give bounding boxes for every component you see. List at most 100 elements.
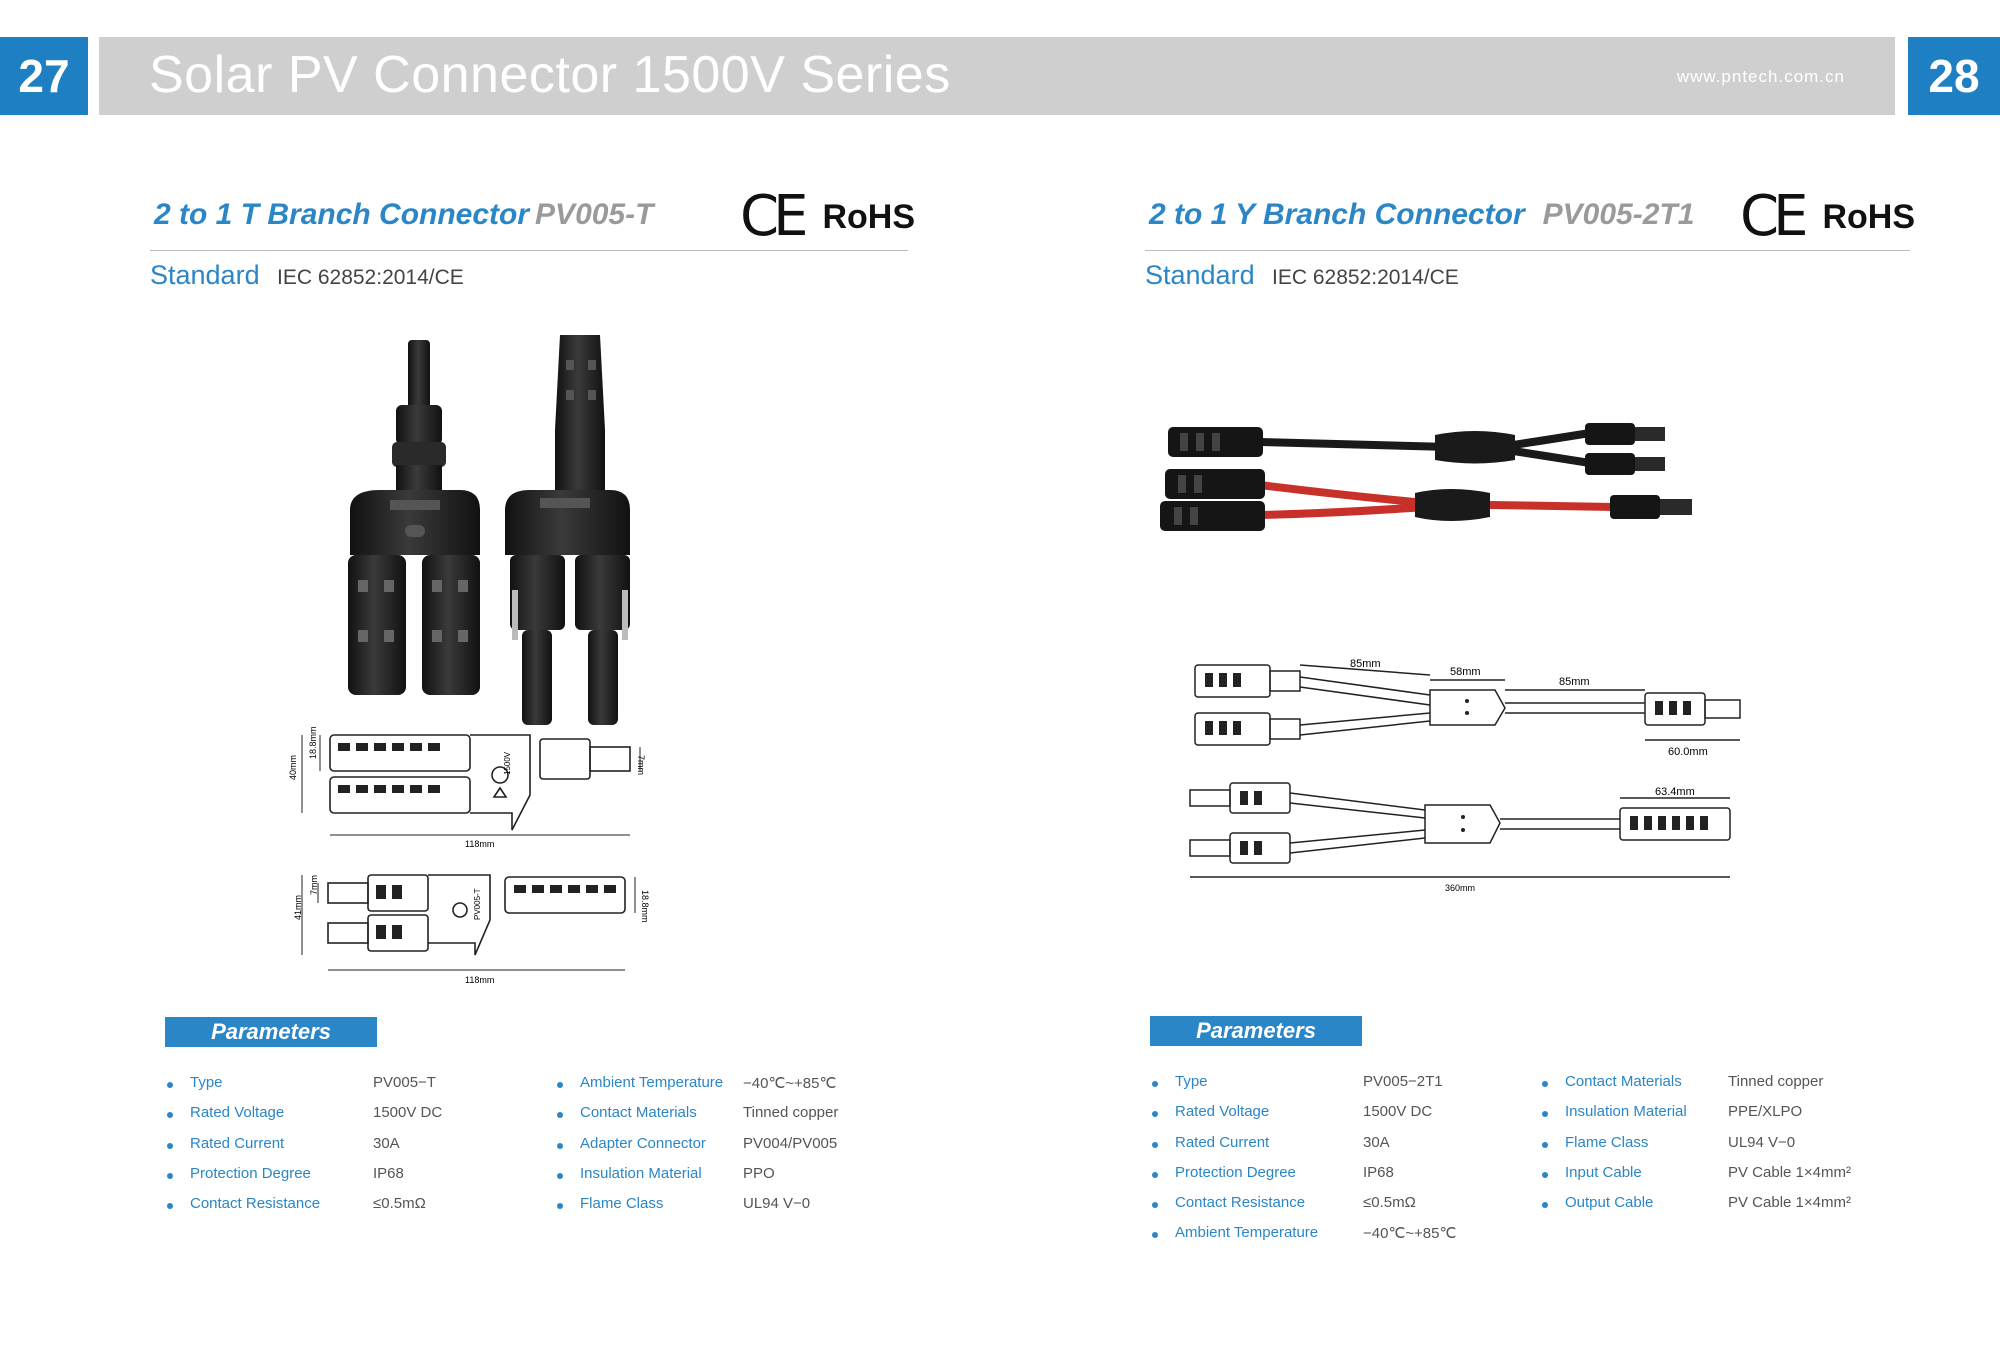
param-label: Type [1175, 1073, 1208, 1090]
param-value: PV Cable 1×4mm² [1728, 1194, 1851, 1212]
param-value: IP68 [1363, 1163, 1394, 1181]
param-label: Type [190, 1074, 223, 1091]
dim-41mm: 41mm [293, 895, 303, 920]
dim-7mm-top: 7mm [636, 755, 646, 775]
parameters-banner: Parameters [1150, 1016, 1362, 1046]
param-label: Rated Current [190, 1134, 285, 1152]
title-divider [150, 250, 908, 251]
param-label: Insulation Material [580, 1164, 702, 1182]
param-value: PV005−T [373, 1074, 436, 1091]
dim-18-8mm-top: 18.8mm [308, 726, 318, 759]
bullet-icon [1542, 1141, 1548, 1148]
bullet-icon [557, 1112, 563, 1119]
bullet-icon [1152, 1081, 1158, 1087]
param-row: Contact Materials Tinned copper [557, 1102, 917, 1132]
product-code: PV005-2T1 [1542, 198, 1695, 231]
param-value: 30A [373, 1134, 400, 1152]
param-value: 1500V DC [1363, 1103, 1433, 1121]
bullet-icon [1152, 1111, 1158, 1118]
param-value: UL94 V−0 [1728, 1133, 1796, 1151]
standard-label: Standard [1145, 260, 1255, 290]
param-value: −40℃~+85℃ [743, 1075, 837, 1092]
param-label: Insulation Material [1565, 1103, 1687, 1121]
param-value: PV004/PV005 [743, 1134, 838, 1152]
bullet-icon [1542, 1202, 1548, 1209]
bullet-icon [167, 1172, 173, 1179]
marking-pv005-t: PV005-T [473, 888, 482, 920]
param-value: Tinned copper [1728, 1073, 1824, 1090]
bullet-icon [557, 1082, 563, 1088]
website-url[interactable]: www.pntech.com.cn [1676, 67, 1845, 86]
param-row: Adapter Connector PV004/PV005 [557, 1133, 917, 1163]
param-label: Protection Degree [190, 1164, 311, 1182]
product-code: PV005-T [535, 198, 654, 231]
bullet-icon [1542, 1171, 1548, 1178]
param-value: ≤0.5mΩ [373, 1195, 426, 1213]
param-row: Rated Current 30A [167, 1133, 527, 1163]
param-label: Contact Materials [580, 1104, 697, 1122]
dim-60mm: 60.0mm [1668, 746, 1708, 758]
bullet-icon [1542, 1111, 1548, 1118]
standard-value: IEC 62852:2014/CE [1272, 266, 1459, 289]
param-row: Ambient Temperature −40℃~+85℃ [557, 1072, 917, 1102]
dim-118mm-bottom: 118mm [465, 975, 494, 985]
param-value: −40℃~+85℃ [1363, 1225, 1457, 1243]
t-connector-female [505, 335, 630, 725]
param-label: Ambient Temperature [580, 1074, 724, 1091]
dim-360mm: 360mm [1445, 883, 1475, 893]
standard-label: Standard [150, 260, 260, 290]
catalog-title: Solar PV Connector 1500V Series [149, 46, 951, 104]
param-row: Protection Degree IP68 [1152, 1162, 1532, 1192]
params-column-2: Ambient Temperature −40℃~+85℃ Contact Mat… [557, 1072, 917, 1223]
dim-85mm-right: 85mm [1559, 676, 1590, 688]
bullet-icon [167, 1082, 173, 1088]
bullet-icon [167, 1142, 173, 1149]
param-row: Output Cable PV Cable 1×4mm² [1542, 1192, 1922, 1222]
dim-118mm-top: 118mm [465, 839, 494, 849]
param-value: PPO [743, 1164, 775, 1182]
dim-18-8mm-bottom: 18.8mm [640, 890, 650, 923]
param-value: ≤0.5mΩ [1363, 1194, 1416, 1212]
param-value: Tinned copper [743, 1104, 839, 1122]
param-label: Flame Class [580, 1195, 664, 1213]
bullet-icon [557, 1203, 563, 1210]
parameters-banner: Parameters [165, 1017, 377, 1047]
dim-85mm-left: 85mm [1350, 658, 1381, 670]
bullet-icon [1542, 1081, 1548, 1087]
params-column-2: Contact Materials Tinned copper Insulatio… [1542, 1071, 1922, 1222]
param-row: Contact Materials Tinned copper [1542, 1071, 1922, 1101]
bullet-icon [167, 1112, 173, 1119]
y-connector-black [1168, 423, 1665, 475]
param-value: PPE/XLPO [1728, 1103, 1803, 1121]
y-connector-drawing: 85mm 58mm 85mm 60.0mm 63.4mm 360mm [1189, 658, 1741, 893]
param-row: Contact Resistance≤0.5mΩ [167, 1193, 527, 1223]
param-label: Output Cable [1565, 1194, 1654, 1212]
rohs-mark: RoHS [822, 197, 916, 236]
param-label: Ambient Temperature [1175, 1224, 1319, 1242]
param-label: Input Cable [1565, 1163, 1642, 1181]
param-label: Flame Class [1565, 1133, 1649, 1151]
param-label: Rated Current [1175, 1133, 1270, 1151]
standard-value: IEC 62852:2014/CE [277, 266, 464, 289]
t-connector-drawing: 40mm 18.8mm 118mm 7mm 1500V 41mm 7mm 1 [288, 726, 650, 985]
ce-mark: CE [740, 184, 809, 249]
param-label: Contact Resistance [1175, 1194, 1306, 1212]
param-value: PV Cable 1×4mm² [1728, 1163, 1851, 1181]
rohs-mark: RoHS [1822, 197, 1916, 236]
bullet-icon [167, 1203, 173, 1210]
param-label: Contact Materials [1565, 1073, 1682, 1090]
param-label: Adapter Connector [580, 1134, 706, 1152]
param-row: Input Cable PV Cable 1×4mm² [1542, 1162, 1922, 1192]
title-divider [1145, 250, 1910, 251]
param-label: Protection Degree [1175, 1163, 1296, 1181]
param-row: Flame Class UL94 V−0 [1542, 1132, 1922, 1162]
